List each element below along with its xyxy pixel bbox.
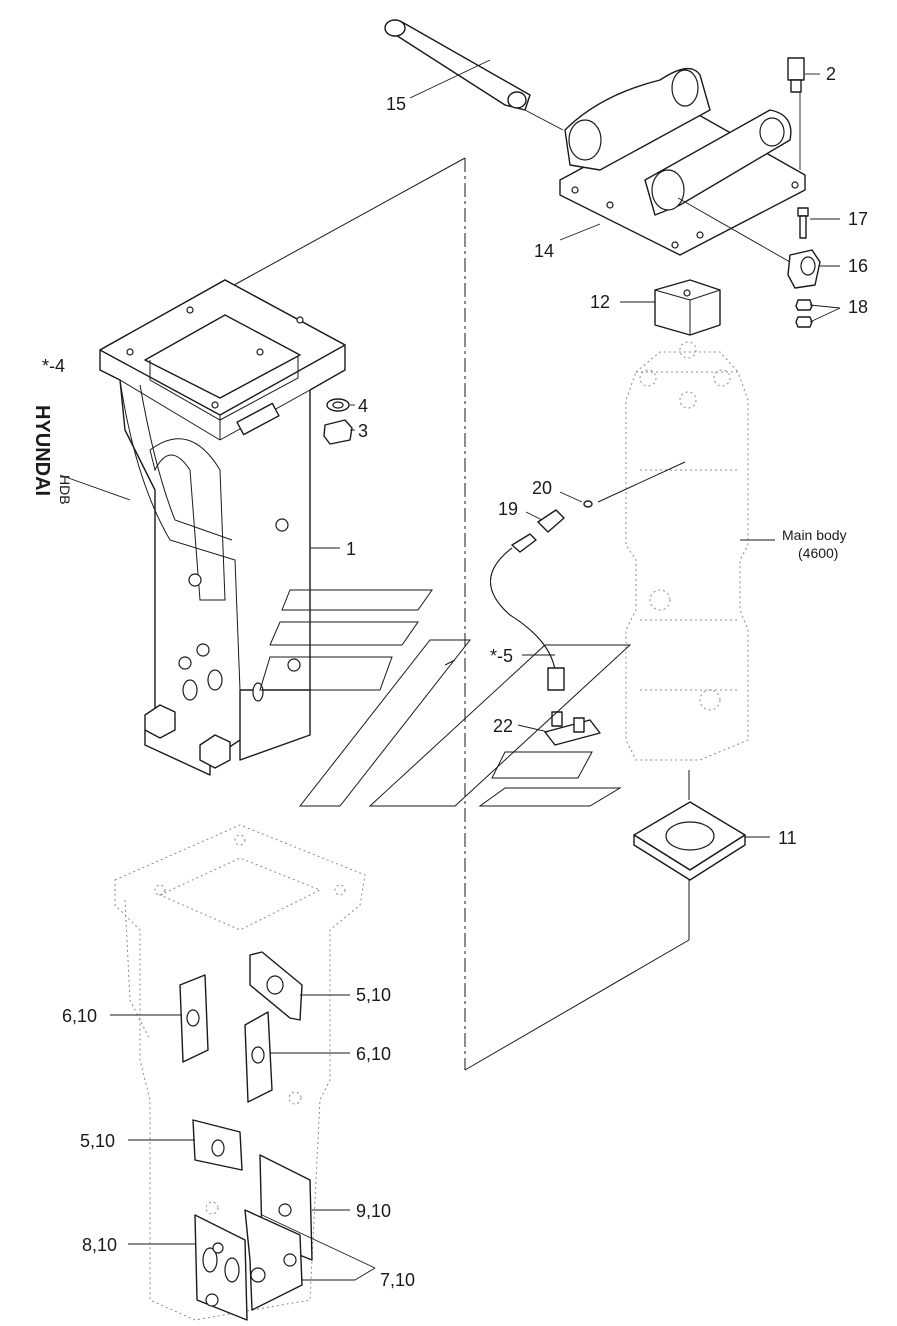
part-washer-4 — [326, 398, 350, 412]
callout-4-logo: *-4 — [42, 356, 65, 376]
part-cushion-12 — [654, 279, 721, 336]
callout-15: 15 — [386, 94, 406, 114]
part-oring-20 — [583, 500, 593, 508]
part-bracket-14 — [559, 67, 806, 256]
callout-6-10-left: 6,10 — [62, 1006, 97, 1026]
part-plate-6-10-right — [244, 1011, 273, 1103]
part-nuts-18 — [795, 299, 813, 328]
part-bushing-11 — [633, 801, 746, 881]
callout-7-10: 7,10 — [380, 1270, 415, 1290]
leader-lines — [59, 59, 841, 1281]
part-plate-7-10 — [244, 1209, 303, 1311]
callout-2: 2 — [826, 64, 836, 84]
main-body-code: (4600) — [798, 545, 838, 561]
part-bolt-2 — [787, 57, 805, 93]
callout-17: 17 — [848, 209, 868, 229]
callout-20: 20 — [532, 478, 552, 498]
frame-ghost — [114, 824, 366, 1321]
callout-6-10-right: 6,10 — [356, 1044, 391, 1064]
part-nut-3 — [323, 419, 353, 445]
watermark-shape — [259, 589, 632, 807]
callout-5-hose: *-5 — [490, 646, 513, 666]
callout-8-10: 8,10 — [82, 1235, 117, 1255]
part-plate-6-10-left — [179, 974, 209, 1063]
part-plate-22 — [544, 711, 601, 746]
logo-brand-text: HYUNDAI — [31, 405, 53, 496]
part-fitting-19 — [537, 509, 565, 533]
part-hose-5 — [490, 533, 565, 691]
part-collar-16 — [787, 249, 821, 289]
part-plate-5-10-upper — [249, 951, 303, 1021]
callout-18: 18 — [848, 297, 868, 317]
callout-3: 3 — [358, 421, 368, 441]
callout-labels: 15 2 14 17 16 18 12 4 3 *-4 1 20 19 *-5 … — [42, 64, 868, 1290]
callout-16: 16 — [848, 256, 868, 276]
callout-14: 14 — [534, 241, 554, 261]
main-body-label: Main body — [782, 527, 847, 543]
callout-11: 11 — [778, 828, 797, 848]
main-body-ghost — [625, 341, 749, 761]
part-bolt-17 — [797, 207, 809, 239]
part-pin-15 — [384, 19, 531, 111]
logo-model-text: HDB — [57, 475, 73, 505]
callout-22: 22 — [493, 716, 513, 736]
hyundai-logo-decal: HYUNDAI HDB — [31, 405, 73, 505]
callout-12: 12 — [590, 292, 610, 312]
callout-9-10: 9,10 — [356, 1201, 391, 1221]
part-plate-8-10 — [194, 1214, 248, 1321]
part-frame-1 — [99, 279, 346, 776]
callout-5-10-upper: 5,10 — [356, 985, 391, 1005]
callout-19: 19 — [498, 499, 518, 519]
callout-5-10-lower: 5,10 — [80, 1131, 115, 1151]
callout-4: 4 — [358, 396, 368, 416]
callout-1: 1 — [346, 539, 356, 559]
part-plate-5-10-lower — [192, 1119, 243, 1171]
